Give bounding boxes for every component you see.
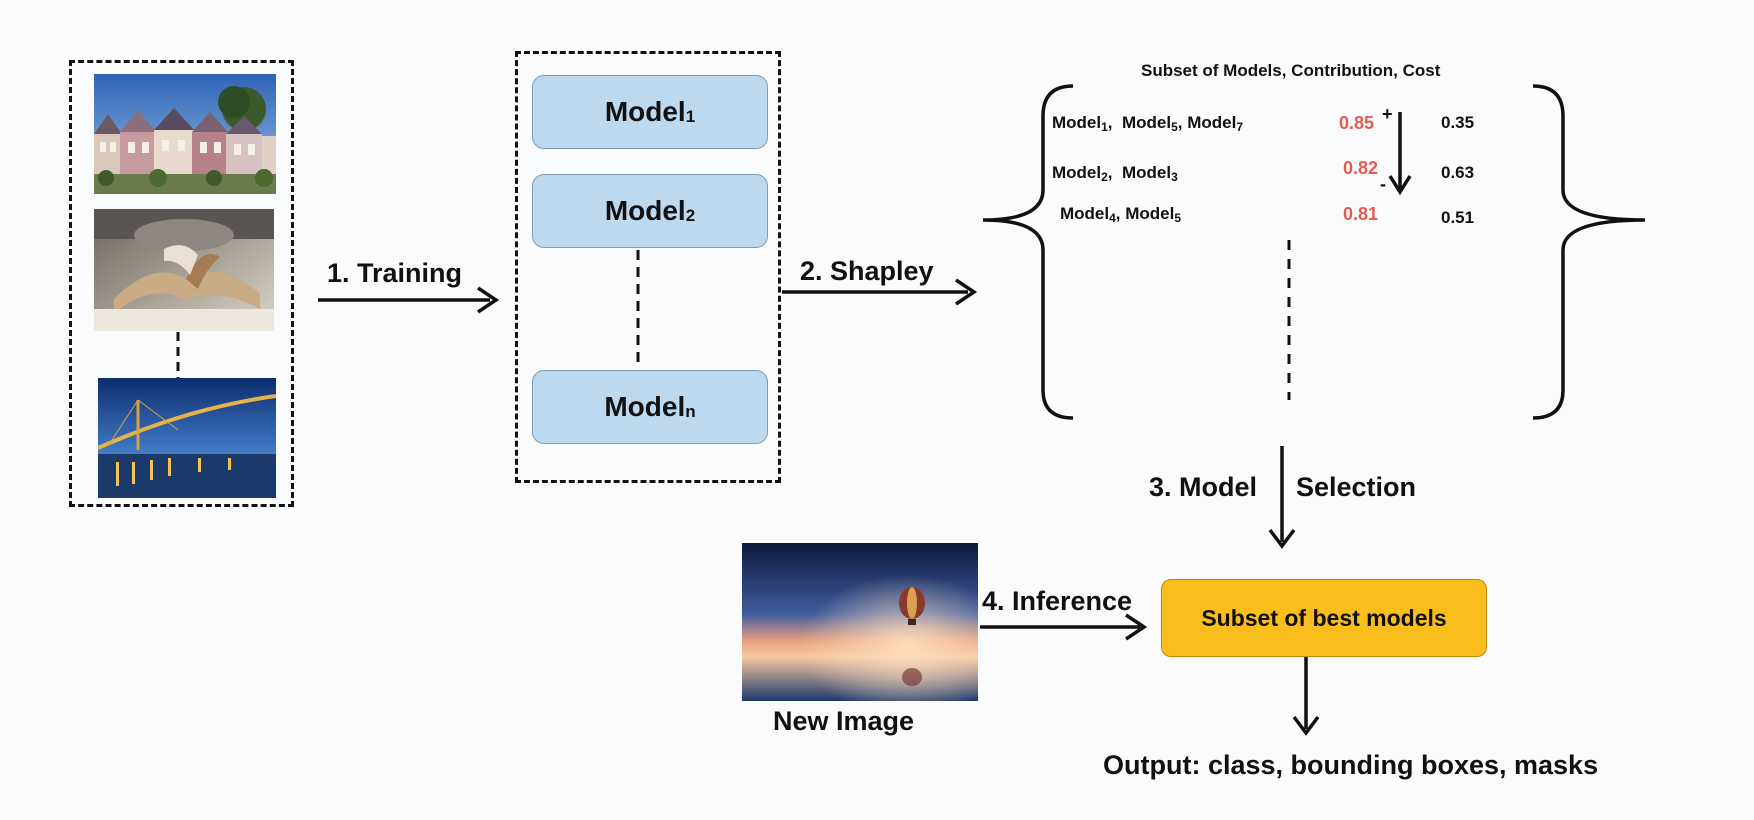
row-2-contribution: 0.82 [1343,158,1379,178]
table-brackets [982,84,1646,420]
output-arrow [1292,657,1320,736]
model-n-label: Model [604,391,686,422]
output-label: Output: class, bounding boxes, masks [1103,750,1599,780]
model-selection-arrow [1268,446,1296,549]
inference-label: 4. Inference [982,586,1133,616]
row-2-cost: 0.63 [1441,163,1475,182]
model-1-label: Model [604,96,686,127]
plus-sign: + [1382,104,1393,124]
bridge-night-photo [98,378,276,498]
best-models-label: Subset of best models [1201,604,1447,631]
best-models-box: Subset of best models [1161,579,1487,657]
model-2-label: Model [604,195,686,226]
training-label: 1. Training [327,258,463,288]
row-1-contribution: 0.85 [1339,113,1375,133]
shapley-arrow [782,278,978,306]
model-selection-label-a: 3. Model [1149,472,1258,502]
row-3-contribution: 0.81 [1343,204,1379,224]
models-connector [636,250,640,366]
book-photo [94,209,274,331]
images-connector [176,332,180,378]
model-selection-label-b: Selection [1296,472,1417,502]
inference-arrow [980,613,1148,641]
houses-photo [94,74,276,194]
row-1-subset: Model1, Model5, Model7 [1052,113,1244,134]
input-images-container [69,60,294,507]
training-arrow [318,286,500,314]
row-2-subset: Model2, Model3 [1052,163,1178,184]
row-1-cost: 0.35 [1441,113,1475,132]
new-image-label: New Image [773,706,915,736]
shapley-label: 2. Shapley [800,256,934,286]
balloon-sunset-photo [742,543,978,701]
ranking-arrow [1388,112,1412,196]
models-container [515,51,781,483]
minus-sign: - [1380,174,1386,194]
row-3-subset: Model4, Model5 [1060,204,1182,225]
table-header: Subset of Models, Contribution, Cost [1141,61,1441,80]
row-3-cost: 0.51 [1441,208,1475,227]
